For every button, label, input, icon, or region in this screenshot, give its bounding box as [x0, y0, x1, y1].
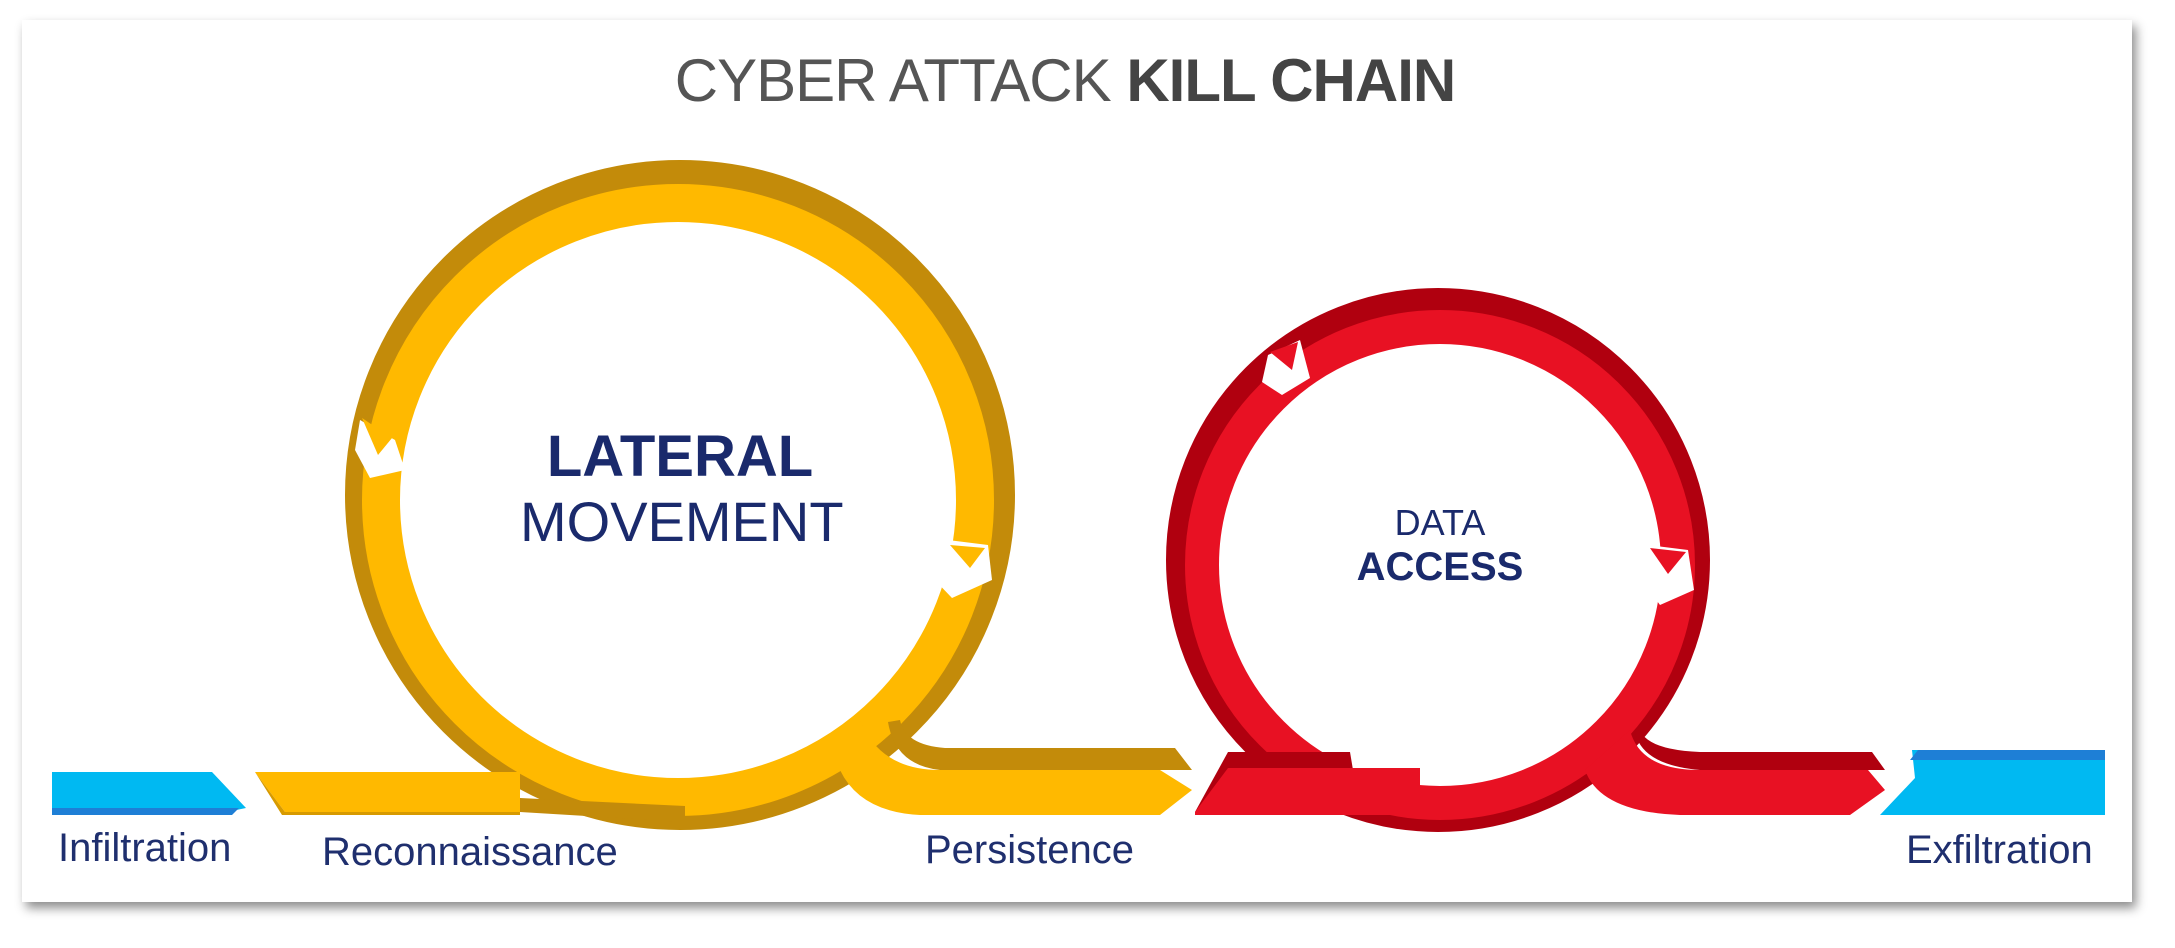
- stage-infiltration: Infiltration: [58, 826, 232, 870]
- lateral-line2: MOVEMENT: [520, 490, 844, 553]
- lateral-movement-label: LATERAL MOVEMENT: [520, 424, 844, 553]
- title-prefix: CYBER ATTACK: [674, 47, 1112, 114]
- lateral-line1: LATERAL: [546, 424, 814, 489]
- data-access-loop: [1166, 288, 1885, 832]
- stage-exfiltration: Exfiltration: [1906, 828, 2093, 872]
- stage-persistence: Persistence: [925, 828, 1134, 872]
- title-emphasis: KILL CHAIN: [1126, 47, 1456, 114]
- exfiltration-arrow: [1880, 750, 2105, 815]
- data-access-label: DATA ACCESS: [1340, 502, 1540, 589]
- data-line1: DATA: [1394, 502, 1486, 543]
- diagram-title: CYBER ATTACK KILL CHAIN: [0, 46, 2130, 115]
- data-line2: ACCESS: [1356, 545, 1524, 589]
- infiltration-arrow: [52, 772, 246, 815]
- lateral-movement-loop: [255, 160, 1192, 830]
- stage-reconnaissance: Reconnaissance: [322, 830, 618, 874]
